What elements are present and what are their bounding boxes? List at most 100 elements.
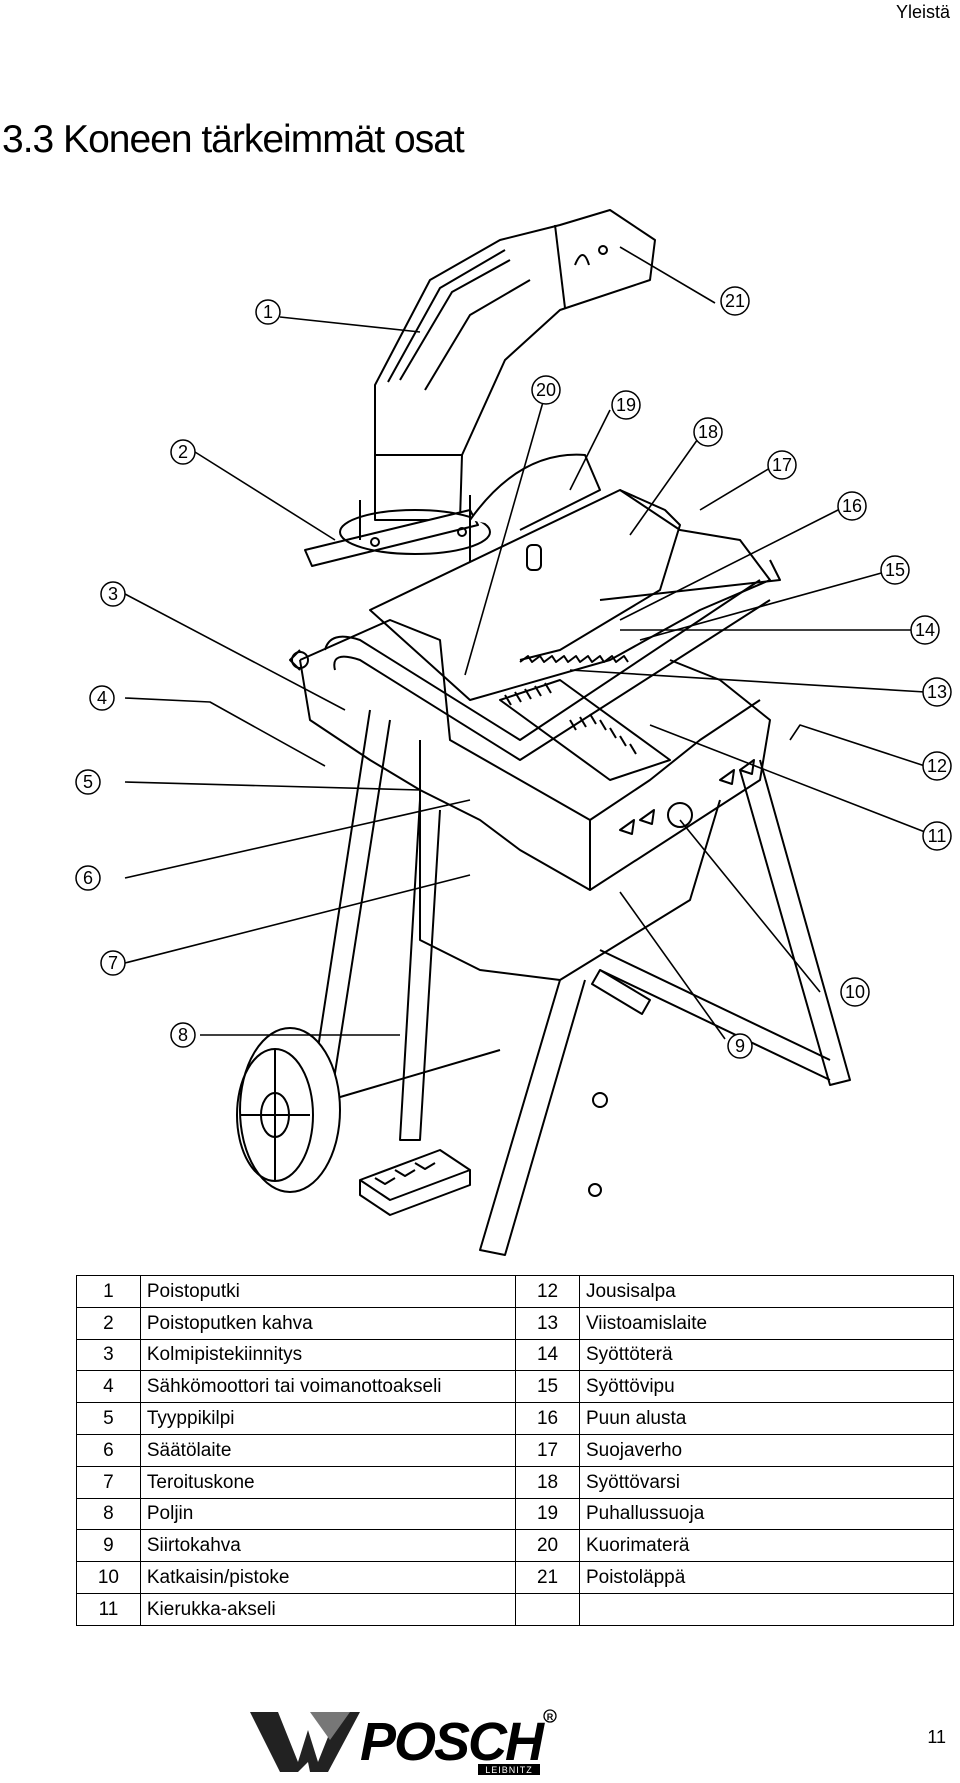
pedal	[359, 1149, 471, 1216]
page-title: 3.3 Koneen tärkeimmät osat	[2, 118, 465, 161]
svg-text:20: 20	[536, 380, 556, 400]
svg-text:17: 17	[772, 455, 792, 475]
callout-7: 7	[100, 950, 126, 976]
svg-text:18: 18	[698, 422, 718, 442]
part-name: Puun alusta	[578, 1402, 955, 1435]
svg-text:2: 2	[178, 442, 188, 462]
svg-text:POSCH: POSCH	[360, 1712, 545, 1772]
part-name: Säätölaite	[139, 1433, 517, 1467]
part-number: 21	[515, 1561, 580, 1594]
part-name: Syöttövarsi	[578, 1465, 955, 1499]
page-number: 11	[927, 1727, 946, 1747]
callout-15: 15	[880, 555, 910, 585]
part-number: 11	[76, 1592, 141, 1626]
part-name: Kierukka-akseli	[139, 1592, 517, 1626]
part-name: Suojaverho	[578, 1433, 955, 1467]
svg-text:19: 19	[616, 395, 636, 415]
svg-text:14: 14	[915, 620, 935, 640]
part-number: 3	[76, 1338, 141, 1372]
part-name: Jousisalpa	[578, 1275, 955, 1308]
callout-numbers: 1 2 3 4 5 6 7 8 9 10 11 12 13 14 15 16 1…	[75, 286, 952, 1059]
section-header: Yleistä	[895, 2, 950, 22]
part-number: 16	[515, 1402, 580, 1435]
part-number: 19	[515, 1497, 580, 1531]
svg-text:10: 10	[845, 982, 865, 1002]
part-number: 1	[76, 1275, 141, 1308]
part-name: Syöttöterä	[578, 1338, 955, 1372]
svg-text:8: 8	[178, 1025, 188, 1045]
svg-text:LEIBNITZ: LEIBNITZ	[485, 1765, 533, 1775]
callout-20: 20	[531, 375, 561, 405]
callout-11: 11	[922, 821, 952, 851]
svg-text:1: 1	[263, 302, 273, 322]
part-number: 18	[515, 1465, 580, 1499]
callout-16: 16	[837, 491, 867, 521]
part-number: 15	[515, 1370, 580, 1404]
part-name: Poistoläppä	[578, 1561, 955, 1594]
part-number: 13	[515, 1306, 580, 1340]
leader-lines	[124, 246, 926, 1040]
part-number: 14	[515, 1338, 580, 1372]
callout-12: 12	[922, 751, 952, 781]
part-number	[515, 1592, 580, 1626]
callout-8: 8	[170, 1022, 196, 1048]
svg-text:15: 15	[885, 560, 905, 580]
callout-10: 10	[840, 977, 870, 1007]
feed-table	[369, 489, 781, 701]
part-name	[578, 1592, 955, 1626]
pipe-flange	[304, 495, 491, 567]
part-number: 9	[76, 1529, 141, 1563]
callout-5: 5	[75, 769, 101, 795]
callout-2: 2	[170, 439, 196, 465]
part-number: 7	[76, 1465, 141, 1499]
svg-text:21: 21	[725, 291, 745, 311]
svg-text:9: 9	[735, 1036, 745, 1056]
part-number: 4	[76, 1370, 141, 1404]
svg-text:4: 4	[97, 688, 107, 708]
callout-1: 1	[255, 299, 281, 325]
callout-18: 18	[693, 417, 723, 447]
svg-text:3: 3	[108, 584, 118, 604]
part-name: Poistoputki	[139, 1275, 517, 1308]
svg-text:R: R	[547, 1712, 554, 1722]
part-name: Poljin	[139, 1497, 517, 1531]
part-number: 5	[76, 1402, 141, 1435]
machine-body	[289, 619, 771, 981]
part-number: 8	[76, 1497, 141, 1531]
part-name: Siirtokahva	[139, 1529, 517, 1563]
guard-rail	[324, 579, 771, 761]
part-name: Katkaisin/pistoke	[139, 1561, 517, 1594]
part-name: Sähkömoottori tai voimanottoakseli	[139, 1370, 517, 1404]
callout-6: 6	[75, 865, 101, 891]
callout-14: 14	[910, 615, 940, 645]
part-name: Puhallussuoja	[578, 1497, 955, 1531]
part-number: 6	[76, 1433, 141, 1467]
svg-text:16: 16	[842, 496, 862, 516]
part-name: Viistoamislaite	[578, 1306, 955, 1340]
callout-17: 17	[767, 450, 797, 480]
svg-text:5: 5	[83, 772, 93, 792]
callout-4: 4	[89, 685, 115, 711]
part-name: Teroituskone	[139, 1465, 517, 1499]
svg-text:11: 11	[928, 826, 947, 846]
svg-text:13: 13	[927, 682, 947, 702]
wheel	[236, 1027, 341, 1193]
part-number: 10	[76, 1561, 141, 1594]
feed-rollers	[499, 679, 671, 781]
callout-21: 21	[720, 286, 750, 316]
part-name: Syöttövipu	[578, 1370, 955, 1404]
callout-13: 13	[922, 677, 952, 707]
part-name: Poistoputken kahva	[139, 1306, 517, 1340]
callout-9: 9	[727, 1033, 753, 1059]
transport-handle	[588, 969, 651, 1197]
